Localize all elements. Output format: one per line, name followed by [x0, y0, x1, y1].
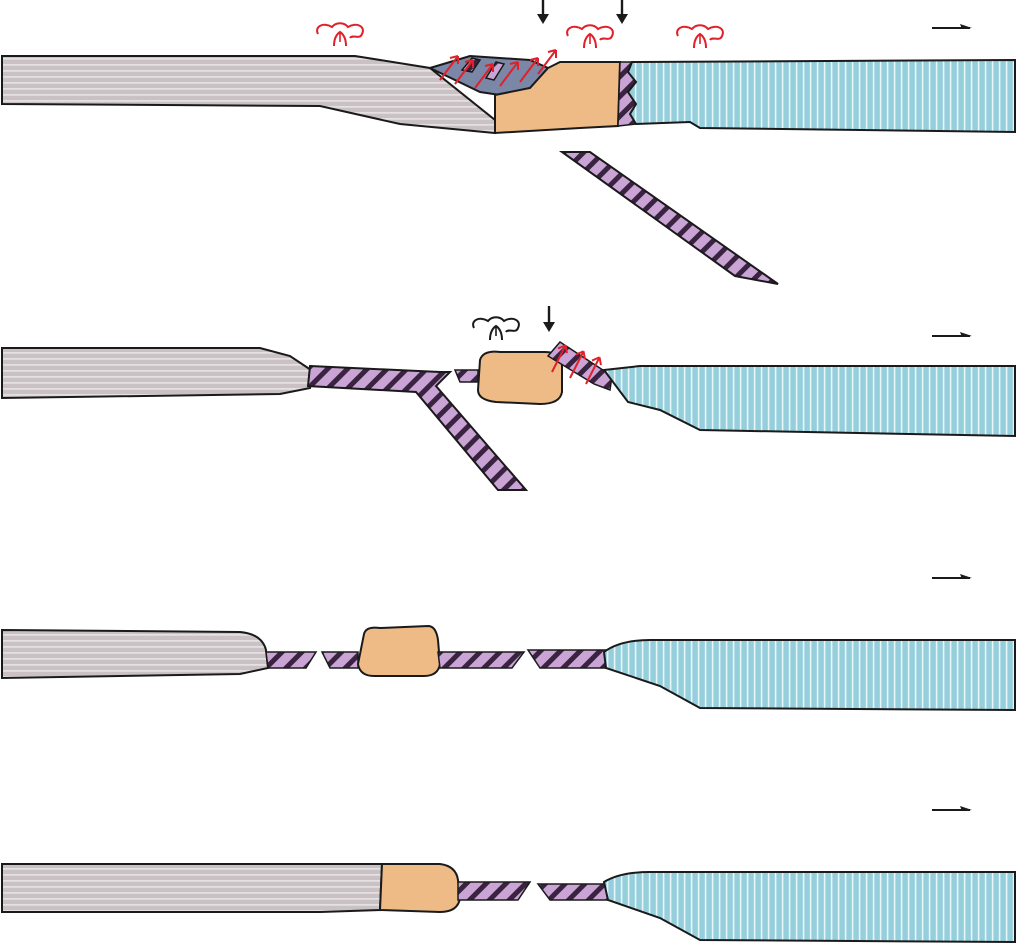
right-arrow-icon: [931, 331, 973, 338]
volcano-red-2: [566, 24, 614, 49]
oceanic-crust-segment-1: [265, 651, 318, 669]
oceanic-crust-segment-1: [457, 881, 532, 901]
oceanic-crust-segment-3: [437, 651, 526, 669]
panel-3: [0, 573, 1016, 712]
detached-slab: [558, 151, 779, 285]
right-arrow-icon: [931, 23, 973, 30]
right-arrow-icon: [931, 573, 973, 580]
continent-left: [1, 863, 384, 913]
oceanic-crust-stub: [453, 369, 479, 383]
panel-2: [1, 304, 1016, 491]
down-arrow-icon: [535, 0, 551, 26]
volcano-red-1: [316, 22, 364, 47]
oceanic-crust-segment-2: [320, 651, 359, 669]
right-arrow-icon: [931, 805, 973, 812]
volcano-red-3: [676, 24, 724, 49]
microcontinent: [476, 350, 563, 406]
oceanic-crust-thrust: [546, 341, 613, 392]
down-arrow-icon: [614, 0, 630, 26]
continent-left: [1, 347, 316, 400]
volcano-black: [472, 316, 520, 341]
continent-left: [1, 55, 496, 135]
oceanic-crust-segment-4: [526, 649, 607, 669]
panel-1: [1, 0, 1016, 285]
panel-4: [1, 805, 1016, 944]
microcontinent: [356, 624, 442, 677]
down-arrow-icon: [541, 304, 557, 334]
continent-right: [602, 871, 1016, 944]
continent-right: [626, 58, 1016, 134]
continent-right: [602, 365, 1016, 438]
oceanic-crust-segment-2: [536, 883, 609, 901]
continent-right: [602, 639, 1016, 712]
continent-left: [0, 628, 270, 680]
microcontinent: [378, 863, 462, 914]
oceanic-crust-slab: [306, 364, 529, 491]
